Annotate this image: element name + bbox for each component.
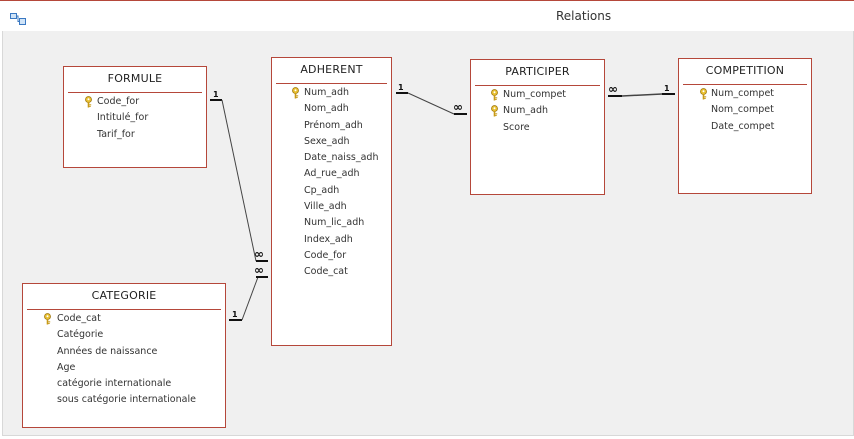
field-row[interactable]: Sexe_adh bbox=[272, 134, 391, 150]
table-title[interactable]: PARTICIPER bbox=[505, 65, 570, 78]
field-row[interactable]: Date_compet bbox=[679, 119, 811, 135]
field-row[interactable]: Ville_adh bbox=[272, 199, 391, 215]
field-row[interactable]: Num_adh bbox=[272, 85, 391, 101]
field-label: Score bbox=[503, 121, 530, 133]
field-row[interactable]: Date_naiss_adh bbox=[272, 150, 391, 166]
primary-key-icon bbox=[490, 105, 499, 117]
field-label: Date_compet bbox=[711, 120, 775, 132]
field-label: Num_compet bbox=[503, 89, 567, 100]
field-row[interactable]: catégorie internationale bbox=[23, 376, 225, 392]
title-separator bbox=[276, 83, 387, 84]
relationships-icon bbox=[10, 10, 26, 25]
field-row[interactable]: Années de naissance bbox=[23, 344, 225, 360]
window-title: Relations bbox=[556, 9, 612, 23]
table-title[interactable]: FORMULE bbox=[107, 72, 163, 85]
title-separator bbox=[27, 309, 221, 310]
primary-key-icon bbox=[43, 313, 52, 325]
field-label: Tarif_for bbox=[97, 128, 135, 140]
field-label: Cp_adh bbox=[304, 184, 340, 196]
field-label: Code_for bbox=[304, 249, 347, 261]
title-separator bbox=[475, 85, 600, 86]
field-row[interactable]: Nom_compet bbox=[679, 102, 811, 118]
field-row[interactable]: Tarif_for bbox=[64, 127, 206, 143]
field-label: Intitulé_for bbox=[97, 112, 149, 124]
field-row[interactable]: Num_lic_adh bbox=[272, 215, 391, 231]
field-label: Code_cat bbox=[57, 313, 101, 324]
field-label: Années de naissance bbox=[57, 345, 158, 357]
title-bar: Relations bbox=[0, 1, 854, 31]
field-row[interactable]: Code_for bbox=[64, 94, 206, 110]
field-row[interactable]: Num_adh bbox=[471, 103, 604, 119]
primary-key-icon bbox=[490, 89, 499, 101]
field-row[interactable]: Ad_rue_adh bbox=[272, 166, 391, 182]
field-label: Num_lic_adh bbox=[304, 217, 365, 229]
field-row[interactable]: Code_cat bbox=[23, 311, 225, 327]
field-label: Age bbox=[57, 361, 76, 373]
field-label: Num_adh bbox=[304, 87, 350, 98]
field-label: Date_naiss_adh bbox=[304, 152, 379, 164]
field-label: Ad_rue_adh bbox=[304, 168, 360, 180]
field-label: Num_compet bbox=[711, 88, 775, 99]
field-label: Nom_adh bbox=[304, 103, 349, 115]
primary-key-icon bbox=[291, 87, 300, 99]
field-row[interactable]: Score bbox=[471, 120, 604, 136]
field-label: Num_adh bbox=[503, 105, 549, 117]
field-label: catégorie internationale bbox=[57, 378, 172, 390]
field-row[interactable]: sous catégorie internationale bbox=[23, 392, 225, 408]
primary-key-icon bbox=[84, 96, 93, 108]
field-label: Nom_compet bbox=[711, 104, 774, 116]
field-label: Catégorie bbox=[57, 329, 104, 341]
field-label: Code_cat bbox=[304, 266, 348, 278]
field-label: Ville_adh bbox=[304, 201, 347, 213]
field-row[interactable]: Code_cat bbox=[272, 264, 391, 280]
field-row[interactable]: Code_for bbox=[272, 248, 391, 264]
field-row[interactable]: Nom_adh bbox=[272, 101, 391, 117]
field-row[interactable]: Cp_adh bbox=[272, 183, 391, 199]
field-row[interactable]: Age bbox=[23, 360, 225, 376]
table-title[interactable]: COMPETITION bbox=[705, 64, 785, 77]
primary-key-icon bbox=[699, 88, 708, 100]
field-label: Code_for bbox=[97, 96, 140, 107]
field-label: sous catégorie internationale bbox=[57, 394, 196, 406]
field-row[interactable]: Num_compet bbox=[679, 86, 811, 102]
field-label: Prénom_adh bbox=[304, 119, 363, 131]
field-row[interactable]: Prénom_adh bbox=[272, 118, 391, 134]
field-label: Sexe_adh bbox=[304, 135, 350, 147]
field-row[interactable]: Num_compet bbox=[471, 87, 604, 103]
table-title[interactable]: CATEGORIE bbox=[91, 289, 157, 302]
title-separator bbox=[68, 92, 202, 93]
field-row[interactable]: Intitulé_for bbox=[64, 110, 206, 126]
field-row[interactable]: Catégorie bbox=[23, 327, 225, 343]
table-title[interactable]: ADHERENT bbox=[300, 63, 363, 76]
field-row[interactable]: Index_adh bbox=[272, 232, 391, 248]
field-label: Index_adh bbox=[304, 233, 353, 245]
title-separator bbox=[683, 84, 807, 85]
